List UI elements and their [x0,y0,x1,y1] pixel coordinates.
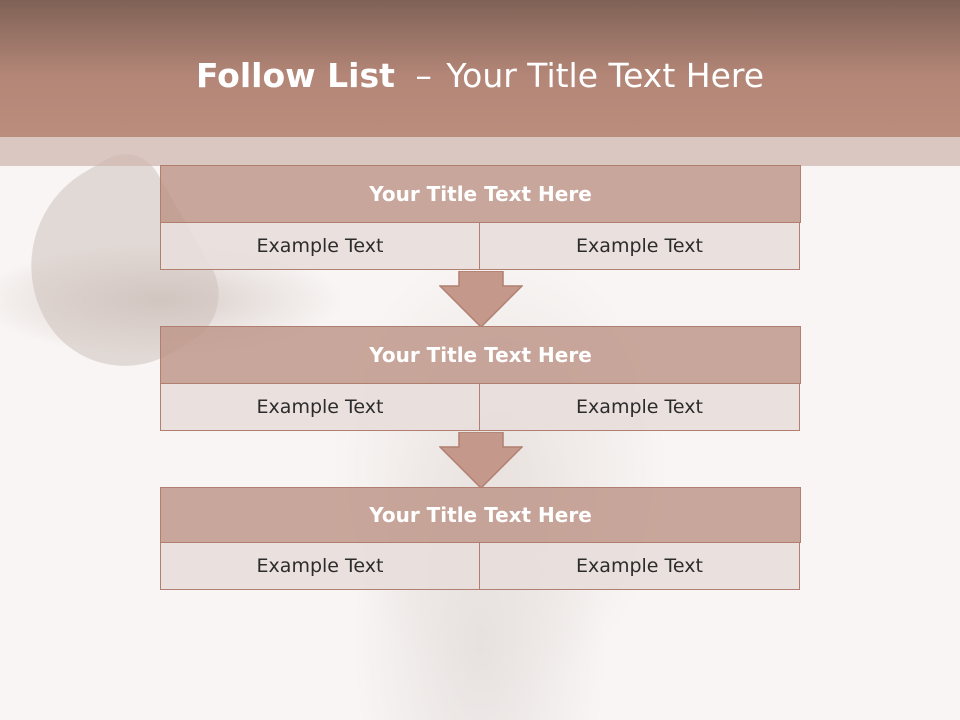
block-title: Your Title Text Here [160,165,801,223]
slide-title-rest: Your Title Text Here [446,56,765,95]
block-cells: Example Text Example Text [160,223,801,270]
block-cell-right: Example Text [480,223,800,270]
down-arrow-icon [439,271,523,327]
block-cell-left: Example Text [160,223,480,270]
block-cells: Example Text Example Text [160,384,801,431]
list-block-3: Your Title Text Here Example Text Exampl… [160,487,801,590]
header-band [0,137,960,166]
block-cell-left: Example Text [160,384,480,431]
down-arrow-icon [439,432,523,488]
list-block-2: Your Title Text Here Example Text Exampl… [160,326,801,431]
block-title: Your Title Text Here [160,487,801,543]
list-block-1: Your Title Text Here Example Text Exampl… [160,165,801,270]
block-cell-right: Example Text [480,543,800,590]
slide-title-bold: Follow List [195,56,395,95]
header-bar [0,0,960,137]
slide-title: Follow List – Your Title Text Here [0,52,960,100]
block-cells: Example Text Example Text [160,543,801,590]
block-title: Your Title Text Here [160,326,801,384]
block-cell-left: Example Text [160,543,480,590]
slide-title-separator: – [415,56,432,95]
block-cell-right: Example Text [480,384,800,431]
